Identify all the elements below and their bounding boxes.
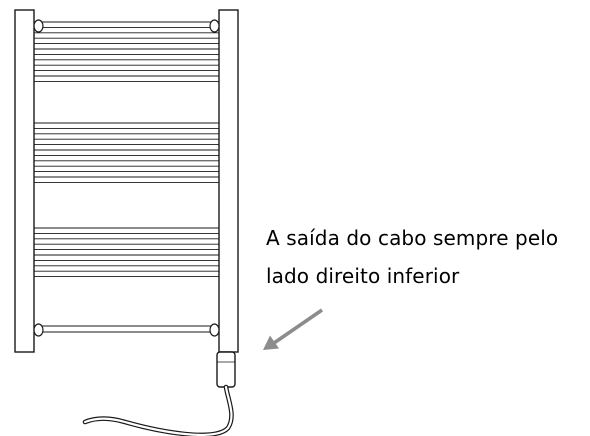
top-left-mount-hole [33,19,44,33]
top-right-mount-hole [209,19,220,33]
power-cable [82,384,234,436]
right-rail [218,9,239,353]
heating-element-box [216,351,236,388]
bottom-right-mount-hole [209,323,220,337]
power-cable-inner [83,385,233,436]
bottom-left-mount-hole [33,323,44,337]
horizontal-bars [34,21,219,333]
cable-exit-caption: A saída do cabo sempre pelo lado direito… [266,219,586,295]
left-rail [14,9,35,353]
diagonal-arrow-icon [263,308,324,350]
caption-line-1: A saída do cabo sempre pelo [266,226,559,250]
caption-line-2: lado direito inferior [266,264,460,288]
